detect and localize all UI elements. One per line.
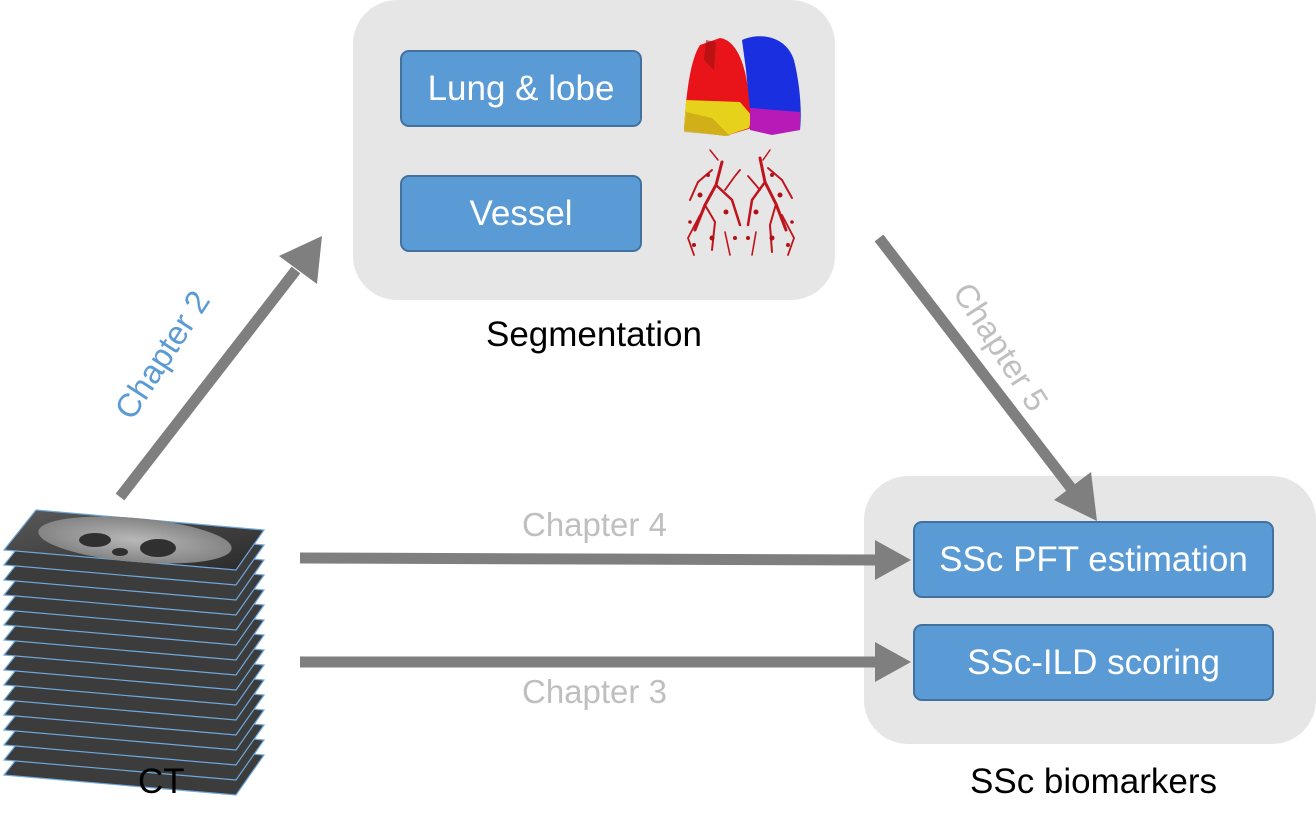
biomarkers-caption: SSc biomarkers [970,762,1218,801]
vessel-label: Vessel [469,193,573,233]
chapter-4-label: Chapter 4 [522,506,667,543]
lung-lobe-render-icon [684,36,801,136]
lung-lobe-box: Lung & lobe [400,50,642,127]
pft-estimation-label: SSc PFT estimation [939,539,1248,579]
ct-caption: CT [138,762,185,801]
vessel-tree-render-icon [687,149,795,256]
lung-lobe-label: Lung & lobe [427,68,615,108]
ild-scoring-box: SSc-ILD scoring [913,624,1274,701]
ct-lung-cavity [140,539,176,557]
vessel-box: Vessel [400,175,642,252]
segmentation-caption: Segmentation [486,315,702,354]
chapter-3-label: Chapter 3 [522,673,667,710]
chapter-4-arrow [299,540,911,580]
chapter-2-arrow [115,236,322,501]
ild-scoring-label: SSc-ILD scoring [967,642,1220,682]
chapter-5-arrow [874,234,1097,521]
ct-lung-cavity [112,548,128,556]
vessel-tree-speckle [688,173,794,247]
ct-body-section [38,516,232,564]
chapter-3-arrow [300,642,911,682]
ct-lung-cavity [79,533,111,547]
pft-estimation-box: SSc PFT estimation [913,521,1274,598]
ct-slice-stack-icon [2,509,266,796]
